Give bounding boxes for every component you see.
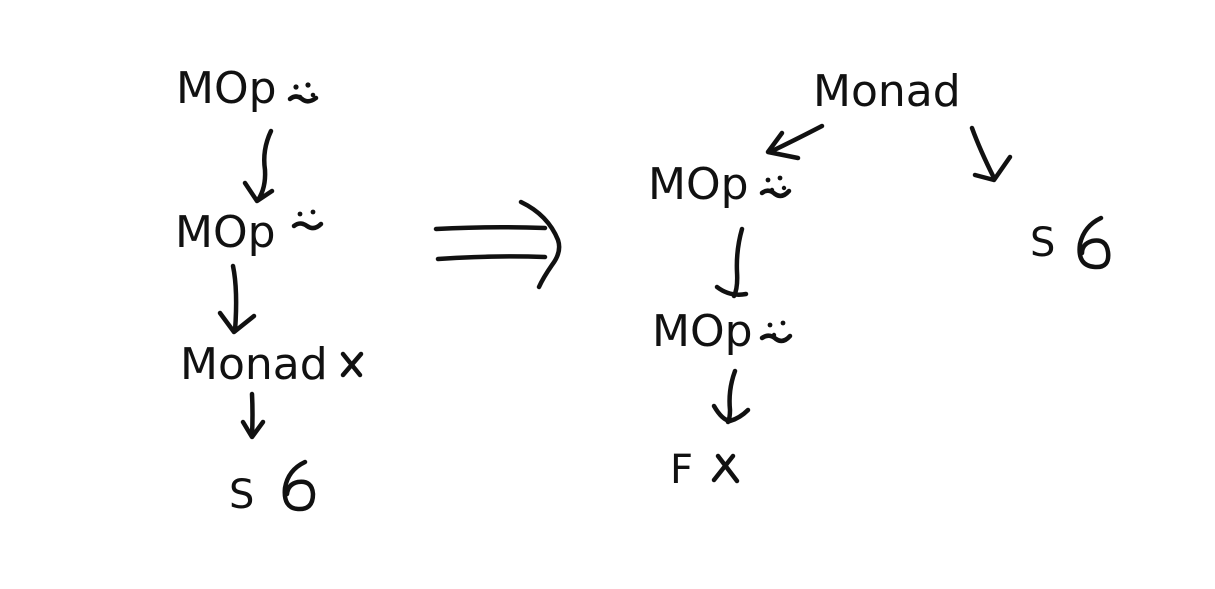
- right-node-f: F: [670, 447, 693, 493]
- right-tree: Monad MOp S MOp: [648, 66, 1111, 493]
- arrow-down-right-icon: [969, 125, 1013, 183]
- left-node-s: S: [229, 472, 254, 518]
- dots-tilde-icon: [291, 209, 324, 231]
- right-node-mop-1: MOp: [648, 159, 749, 210]
- arrow-down-left-icon: [765, 123, 825, 161]
- arrow-down-icon: [242, 128, 275, 204]
- left-node-mop-top: MOp: [176, 63, 277, 114]
- arrow-down-icon: [240, 391, 266, 440]
- left-node-monad: Monad: [180, 339, 328, 390]
- arrow-down-icon: [711, 368, 751, 425]
- dots-tilde-icon: [287, 82, 319, 104]
- double-arrow-icon: [433, 199, 562, 290]
- cross-icon: [711, 453, 740, 484]
- arrow-down-icon: [217, 263, 257, 335]
- cross-icon: [340, 351, 364, 378]
- sigma-glyph-icon: [1077, 215, 1111, 270]
- left-tree: MOp MOp Monad: [175, 63, 364, 518]
- left-node-mop-mid: MOp: [175, 207, 276, 258]
- right-node-s: S: [1030, 220, 1055, 266]
- arrow-down-icon: [714, 226, 749, 299]
- right-node-mop-2: MOp: [652, 306, 753, 357]
- sigma-glyph-icon: [282, 459, 316, 512]
- right-node-monad: Monad: [813, 66, 961, 117]
- dots-tilde-icon: [759, 320, 793, 344]
- dots-tilde-icon: [759, 175, 792, 199]
